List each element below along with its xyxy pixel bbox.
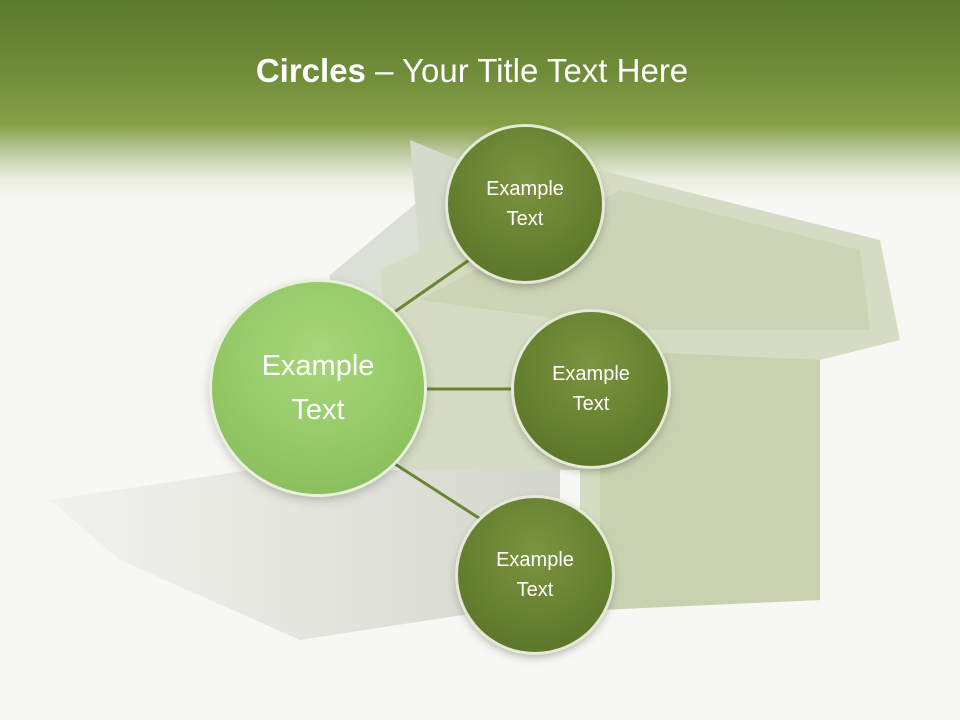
- satellite-circle-top: Example Text: [448, 127, 602, 281]
- satellite-label: Example Text: [552, 363, 630, 415]
- connector-line-top: [392, 256, 473, 315]
- title-bold: Circles: [255, 52, 366, 89]
- center-circle-label: Example Text: [261, 350, 375, 426]
- satellite-label: Example Text: [486, 178, 564, 230]
- slide-title: Circles – Your Title Text Here: [0, 52, 944, 90]
- satellite-circle-bottom: Example Text: [458, 498, 612, 652]
- center-circle: Example Text: [212, 282, 424, 494]
- satellite-circle-middle: Example Text: [514, 312, 668, 466]
- connector-line-bottom: [394, 462, 483, 522]
- satellite-label: Example Text: [496, 549, 574, 601]
- title-rest: – Your Title Text Here: [365, 52, 689, 89]
